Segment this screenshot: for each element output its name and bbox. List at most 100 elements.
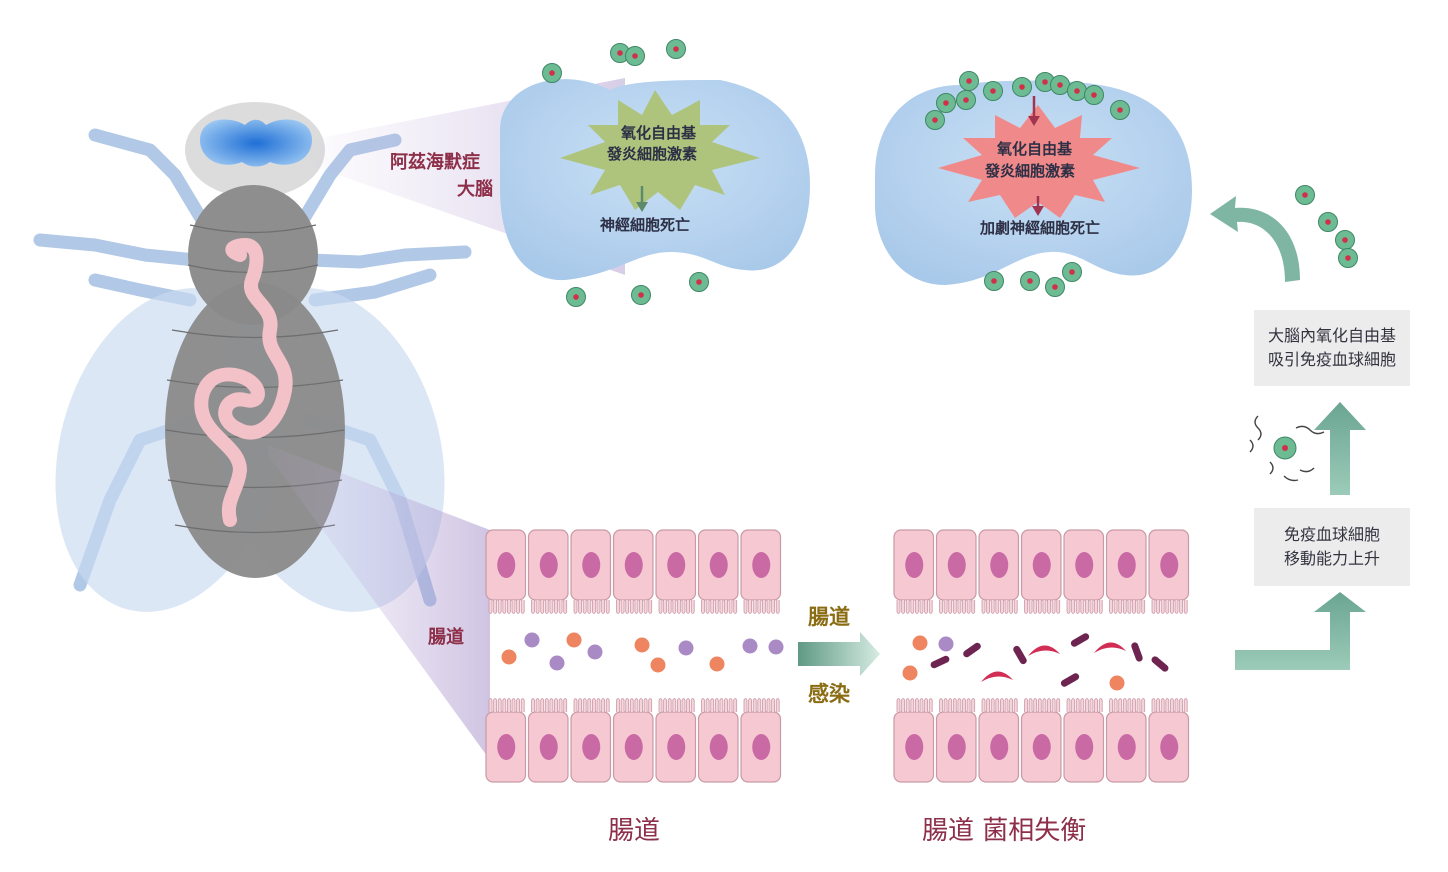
microvillus [757, 600, 762, 614]
microvillus [582, 698, 587, 712]
hemocyte-nucleus [632, 53, 638, 59]
microvillus [629, 600, 634, 614]
microvillus [488, 600, 493, 614]
microvillus [971, 698, 976, 712]
gut-lumen-normal [501, 632, 784, 673]
microvillus [1089, 698, 1094, 712]
hemocyte-nucleus [943, 100, 949, 106]
microvillus [1098, 698, 1103, 712]
motile-hemocyte [1249, 415, 1325, 482]
microvillus [1174, 600, 1179, 614]
microvillus [1028, 698, 1033, 712]
hemocyte-nucleus [1069, 269, 1075, 275]
hemocyte-nucleus [932, 117, 938, 123]
microvillus [701, 600, 705, 614]
microvillus [1127, 600, 1132, 614]
microvillus [601, 698, 605, 712]
commensal-microbe [678, 640, 694, 656]
microvillus [748, 698, 752, 712]
microvillus [728, 698, 733, 712]
cell-nucleus [990, 552, 1009, 578]
microvillus [544, 698, 549, 712]
microvillus [1056, 698, 1061, 712]
cell-nucleus [1160, 734, 1179, 760]
microvillus [1075, 600, 1080, 614]
microvillus [686, 600, 690, 614]
microvillus [516, 698, 520, 712]
microvillus [705, 600, 710, 614]
microvillus [672, 600, 677, 614]
microvillus [1047, 600, 1051, 614]
microvillus [493, 600, 497, 614]
hemocyte-nucleus [1091, 92, 1097, 98]
microvillus [690, 698, 695, 712]
microvillus [1028, 600, 1033, 614]
microvillus [493, 698, 497, 712]
cell-nucleus [582, 552, 601, 578]
microvillus [535, 698, 540, 712]
microvillus [905, 600, 910, 614]
brain-panel-infected [875, 80, 1192, 285]
hemocyte-nucleus [549, 70, 555, 76]
microvillus [1009, 600, 1013, 614]
cell-nucleus [752, 734, 771, 760]
microvillus [995, 698, 1000, 712]
microvillus [1109, 698, 1113, 712]
cell-nucleus [1032, 734, 1051, 760]
microvillus [511, 600, 516, 614]
microvillus [681, 600, 686, 614]
cell-nucleus [1075, 552, 1094, 578]
normal-burst-line1: 氧化自由基 [621, 124, 697, 142]
microvillus [939, 600, 943, 614]
microvillus [634, 698, 639, 712]
microvillus [578, 600, 582, 614]
microvillus [1033, 600, 1038, 614]
microvillus [957, 600, 962, 614]
microvillus [658, 600, 663, 614]
microvillus [733, 600, 738, 614]
microvillus [1051, 698, 1056, 712]
cell-nucleus [990, 734, 1009, 760]
microvillus [681, 698, 686, 712]
microvillus [919, 698, 924, 712]
microvillus [771, 698, 775, 712]
microvillus [1089, 600, 1094, 614]
microvillus [563, 698, 568, 712]
infiltration-arrow-head [1028, 116, 1040, 126]
commensal-microbe [742, 638, 758, 654]
fly-gut-label: 腸道 [428, 627, 464, 648]
infection-arrow [798, 632, 880, 676]
microvillus [990, 600, 995, 614]
microvillus [677, 698, 681, 712]
microvillus [540, 600, 545, 614]
cell-nucleus [667, 734, 686, 760]
microvillus [1156, 600, 1160, 614]
pathogenic-bacterium [981, 671, 1013, 682]
cell-nucleus [539, 552, 558, 578]
commensal-microbe [938, 636, 954, 652]
gut-zoom-wedge [268, 445, 490, 760]
microvillus [497, 698, 502, 712]
microvillus [986, 600, 990, 614]
microvillus [752, 698, 757, 712]
microvillus [757, 698, 762, 712]
microvillus [578, 698, 582, 712]
microvillus [563, 600, 568, 614]
microvillus [1141, 698, 1146, 712]
cell-nucleus [497, 734, 516, 760]
microvillus [616, 600, 620, 614]
microvillus [549, 698, 554, 712]
microvillus [677, 600, 681, 614]
microvillus [1085, 600, 1089, 614]
microvillus [919, 600, 924, 614]
pathogenic-bacterium [1131, 642, 1143, 662]
microvillus [775, 698, 780, 712]
fly-gut [194, 238, 293, 527]
microvillus [558, 600, 563, 614]
cell-nucleus [497, 552, 516, 578]
microvillus [748, 600, 752, 614]
curved-arrow [1210, 196, 1300, 282]
cell-nucleus [752, 552, 771, 578]
microvillus [592, 600, 596, 614]
microvillus [910, 600, 915, 614]
